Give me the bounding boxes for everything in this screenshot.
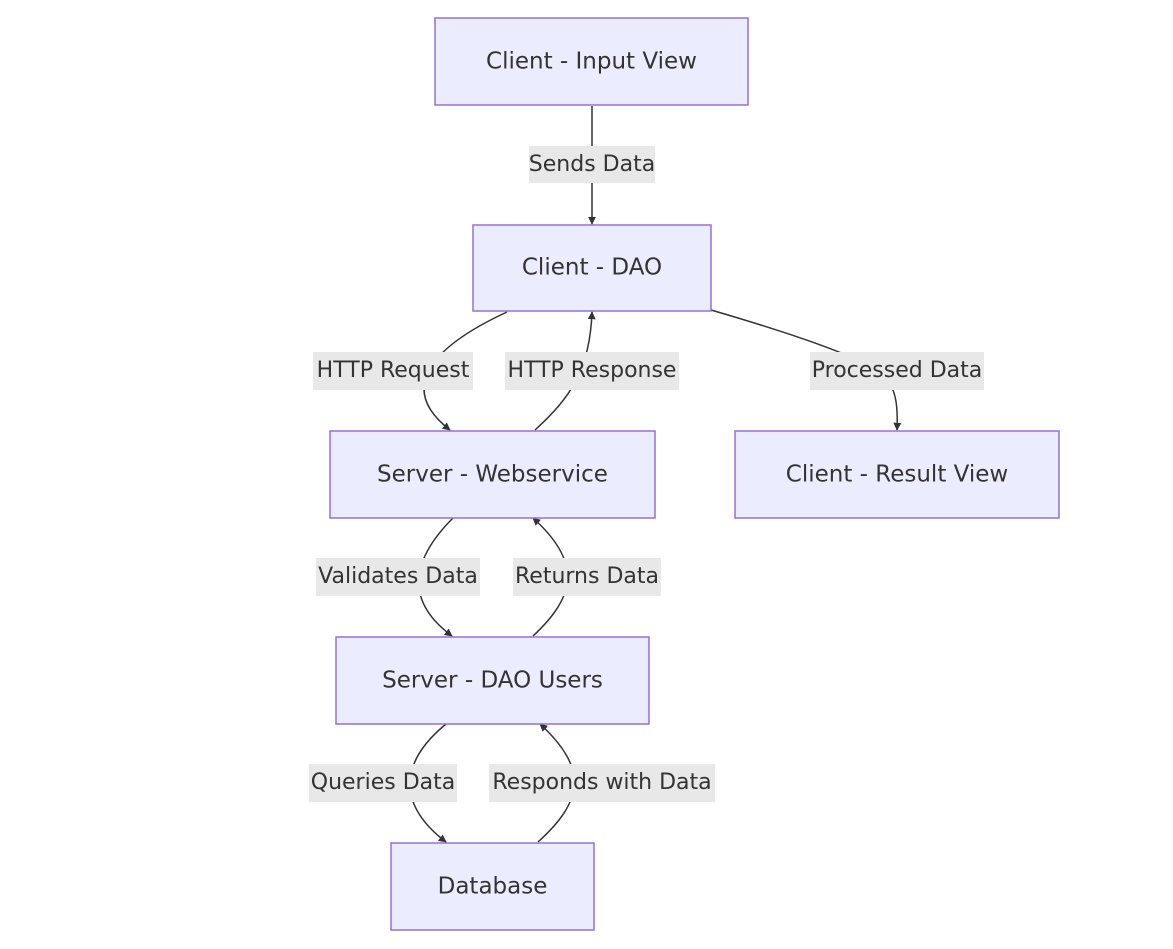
node-server-dao-users: Server - DAO Users: [335, 636, 650, 725]
edge-label-bg: [513, 558, 661, 596]
node-client-dao: Client - DAO: [472, 224, 712, 312]
node-server-webservice: Server - Webservice: [329, 430, 656, 519]
node-label-client-input-view: Client - Input View: [486, 49, 697, 75]
node-box: [734, 430, 1060, 519]
node-box: [390, 842, 595, 931]
node-label-client-result-view: Client - Result View: [786, 462, 1008, 488]
edge-label-http-response: HTTP Response: [508, 358, 677, 383]
node-label-database: Database: [438, 874, 548, 900]
edge-labels: Sends Data HTTP Request HTTP Response Pr…: [309, 146, 984, 802]
edge-label-bg: [316, 558, 480, 596]
edge-label-bg: [810, 352, 984, 390]
edge-label-bg: [313, 352, 473, 390]
node-box: [472, 224, 712, 312]
edge-label-bg: [529, 146, 655, 183]
node-client-result-view: Client - Result View: [734, 430, 1060, 519]
node-database: Database: [390, 842, 595, 931]
edge-label-responds-with-data: Responds with Data: [492, 770, 711, 795]
node-box: [329, 430, 656, 519]
edge-label-returns-data: Returns Data: [515, 564, 659, 589]
node-box: [335, 636, 650, 725]
node-client-input-view: Client - Input View: [434, 17, 749, 106]
edge-label-processed-data: Processed Data: [812, 358, 982, 383]
node-label-server-dao-users: Server - DAO Users: [382, 668, 603, 694]
node-label-server-webservice: Server - Webservice: [377, 462, 608, 488]
edge-label-http-request: HTTP Request: [317, 358, 470, 383]
edge-label-sends-data: Sends Data: [529, 152, 655, 177]
node-box: [434, 17, 749, 106]
edge-label-bg: [489, 764, 715, 802]
edge-label-bg: [505, 352, 679, 390]
node-label-client-dao: Client - DAO: [522, 255, 662, 281]
edge-label-queries-data: Queries Data: [311, 770, 455, 795]
edge-label-bg: [309, 764, 457, 802]
edge-label-validates-data: Validates Data: [318, 564, 478, 589]
